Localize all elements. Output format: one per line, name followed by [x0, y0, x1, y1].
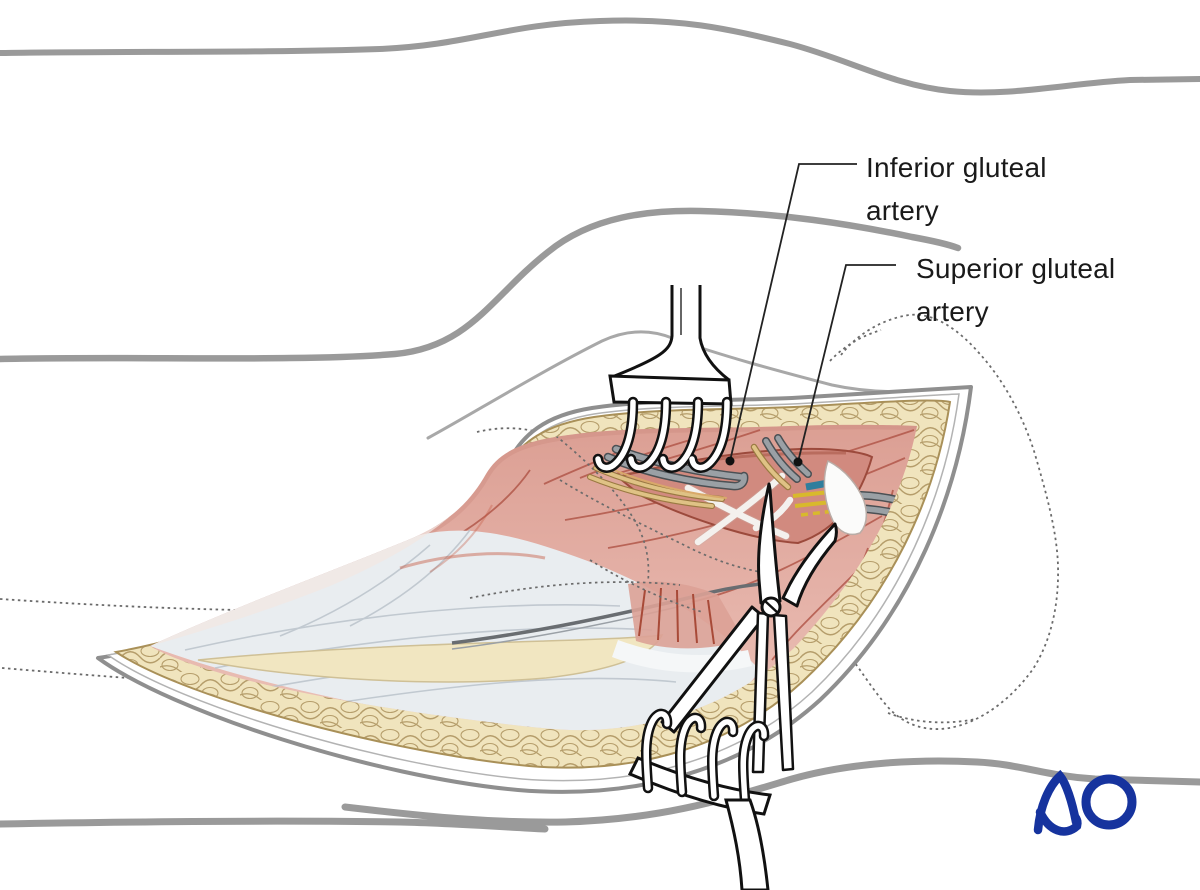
body-contour-hip: [0, 207, 962, 363]
body-contour-lines: [0, 17, 1200, 833]
ao-logo-letter-a-bowl: [1035, 807, 1082, 836]
scissors-screw-slot: [764, 600, 779, 614]
ao-logo: [1033, 769, 1137, 836]
leader-inferior-gluteal: [729, 163, 857, 462]
incision-wound: [96, 385, 973, 794]
rake-bottom-prongs: [640, 708, 770, 806]
scissors-handle-shank-2: [772, 613, 795, 772]
rake-retractor-bottom: [627, 708, 772, 890]
fascia-striations: [184, 529, 677, 705]
leader-dot-inferior: [725, 456, 735, 466]
wound-dotted-lines: [469, 435, 777, 613]
dotted-incision-extension-lower: [1, 667, 143, 680]
scissors-blade-right: [781, 522, 838, 608]
superior-gluteal-bundle: [750, 434, 812, 491]
fascia-red-tinge-2: [429, 504, 493, 573]
label-line: Inferior gluteal: [866, 152, 1047, 183]
split-white-lip: [823, 459, 868, 536]
leader-lines: [725, 163, 896, 467]
rake-retractor-top: [592, 285, 733, 473]
label-line: artery: [916, 296, 989, 327]
label-line: artery: [866, 195, 939, 226]
rake-top-prongs: [592, 396, 733, 473]
body-contour-top: [0, 17, 1200, 96]
label-inferior-gluteal-artery: Inferior gluteal artery: [866, 146, 1047, 232]
body-contour-bottom-b: [341, 757, 1200, 826]
body-contour-bottom-a: [0, 817, 549, 833]
dotted-trochanter-outline: [829, 313, 1059, 730]
leader-superior-gluteal: [797, 264, 896, 463]
leader-dot-superior: [793, 457, 803, 467]
fascia-red-tinge: [399, 552, 546, 570]
scissors-blade-left: [757, 482, 782, 605]
rake-bottom-handle: [724, 798, 770, 890]
label-superior-gluteal-artery: Superior gluteal artery: [916, 247, 1115, 333]
label-line: Superior gluteal: [916, 253, 1116, 284]
red-muscle-fringe: [612, 581, 752, 673]
ao-logo-letter-o: [1081, 774, 1137, 830]
